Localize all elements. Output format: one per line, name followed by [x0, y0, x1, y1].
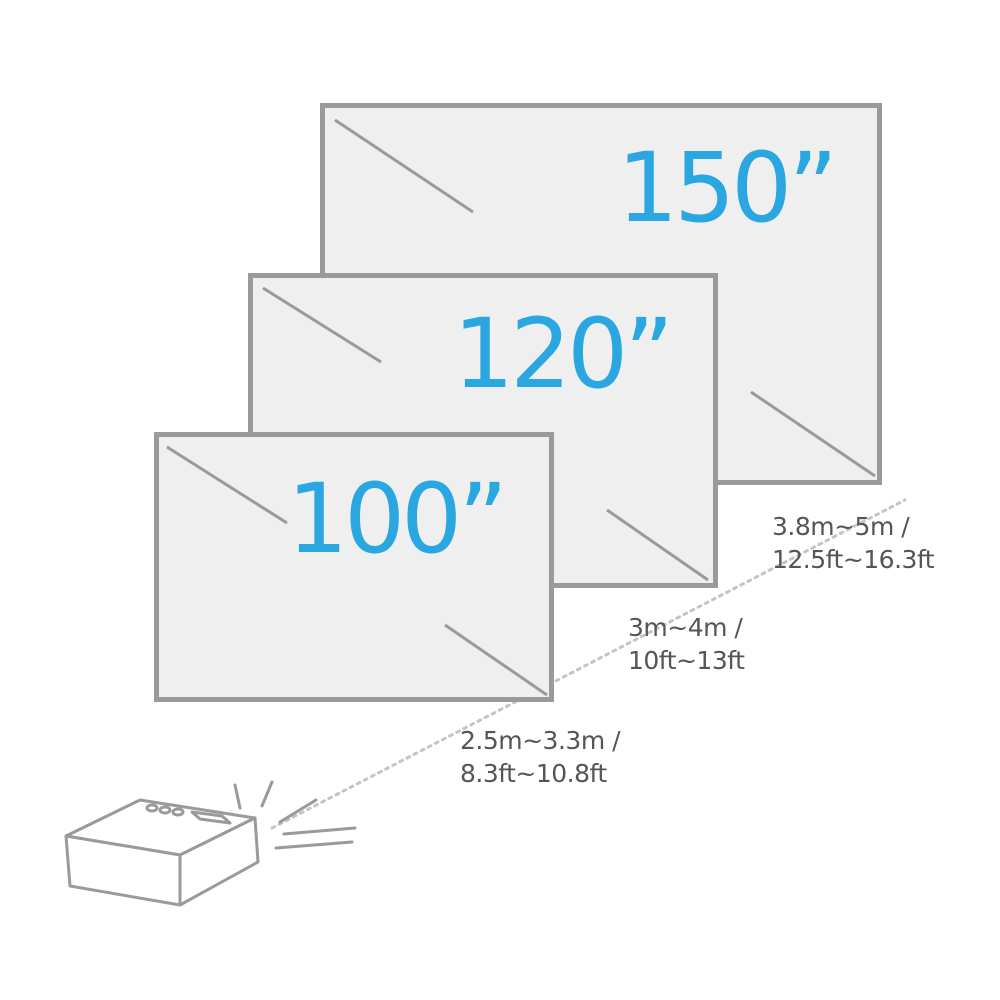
screen-100-size-label: 100” [287, 463, 508, 575]
screen-120-glare [262, 286, 709, 582]
distance-120-metric: 3m~4m / [628, 613, 743, 642]
distance-label-120: 3m~4m / 10ft~13ft [628, 611, 745, 677]
distance-100-imperial: 8.3ft~10.8ft [460, 759, 607, 788]
distance-150-imperial: 12.5ft~16.3ft [772, 545, 935, 574]
screen-100-glare [166, 445, 548, 697]
screen-150-glare [334, 118, 876, 478]
screen-150-size-label: 150” [617, 132, 838, 244]
distance-label-150: 3.8m~5m / 12.5ft~16.3ft [772, 510, 935, 576]
distance-label-100: 2.5m~3.3m / 8.3ft~10.8ft [460, 724, 621, 790]
screen-100: 100” [154, 432, 554, 702]
distance-120-imperial: 10ft~13ft [628, 646, 745, 675]
screen-120-size-label: 120” [453, 298, 674, 410]
distance-100-metric: 2.5m~3.3m / [460, 726, 621, 755]
distance-150-metric: 3.8m~5m / [772, 512, 910, 541]
